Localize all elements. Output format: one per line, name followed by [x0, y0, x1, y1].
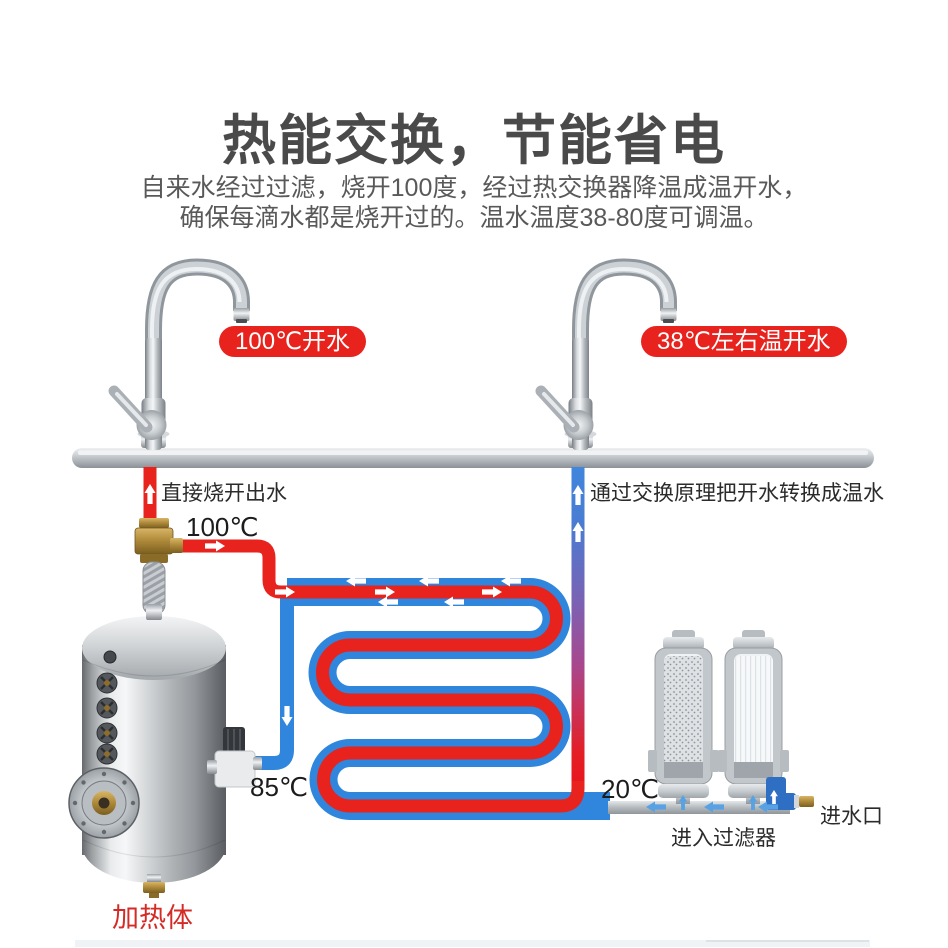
- tank-drain-fitting: [143, 874, 165, 898]
- filter-cartridge-left: [648, 630, 719, 798]
- cold-return-pipe: [252, 596, 294, 770]
- label-heater-body: 加热体: [112, 903, 193, 933]
- tank-porthole: [68, 767, 140, 839]
- label-temp-85: 85℃: [250, 772, 309, 802]
- boiling-water-faucet: [114, 267, 250, 450]
- label-exchange-principle: 通过交换原理把开水转换成温水: [590, 482, 884, 505]
- tank-knob: [96, 672, 118, 694]
- solenoid-valve: [207, 727, 262, 788]
- label-temp-100: 100℃: [186, 512, 259, 542]
- tank-top-fitting: [146, 604, 162, 620]
- tank-knob: [96, 697, 118, 719]
- counter-pipe: [72, 448, 874, 468]
- label-direct-boil: 直接烧开出水: [161, 482, 287, 505]
- subtitle-line-1: 自来水经过过滤，烧开100度，经过热交换器降温成温开水，: [140, 174, 808, 202]
- filter-cartridge-right: [718, 630, 789, 798]
- label-enter-filter: 进入过滤器: [671, 827, 776, 850]
- badge-warm-water: 38℃左右温开水: [641, 326, 847, 357]
- water-tank: [68, 604, 226, 898]
- label-temp-20: 20℃: [601, 774, 660, 804]
- tank-knob: [96, 743, 118, 765]
- hot-outlet-valve: [134, 518, 183, 563]
- badge-boiling-water: 100℃开水: [219, 326, 366, 357]
- warm-water-faucet: [541, 267, 677, 450]
- floor-line: [75, 940, 870, 947]
- label-water-inlet: 进水口: [820, 805, 883, 828]
- tank-port: [103, 650, 117, 664]
- tank-knob: [96, 722, 118, 744]
- subtitle-line-2: 确保每滴水都是烧开过的。温水温度38-80度可调温。: [179, 204, 769, 232]
- page-title: 热能交换，节能省电: [222, 111, 726, 171]
